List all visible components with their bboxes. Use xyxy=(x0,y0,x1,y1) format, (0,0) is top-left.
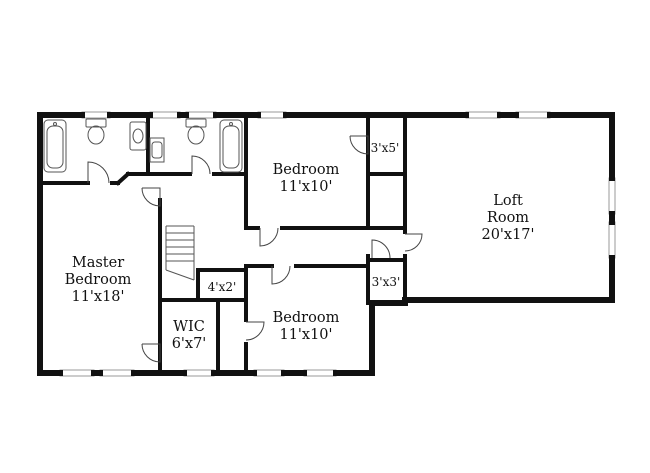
master-bedroom-size: 11'x18' xyxy=(71,289,124,305)
bedroom-upper-size: 11'x10' xyxy=(279,179,332,195)
fixtures xyxy=(43,118,243,173)
door-bedroom-upper[interactable] xyxy=(259,227,279,247)
door-master-bedroom[interactable] xyxy=(141,187,161,207)
window-bottom-bedroom-1 xyxy=(253,369,285,377)
wic-size: 6'x7' xyxy=(172,336,207,352)
closet-lower-size: 3'x3' xyxy=(372,275,401,289)
room-labels: Master Bedroom 11'x18' WIC 6'x7' Bedroom… xyxy=(65,141,535,352)
window-top-loft-2 xyxy=(515,111,551,119)
staircase xyxy=(165,225,195,281)
window-bottom-master-1 xyxy=(59,369,95,377)
door-wic[interactable] xyxy=(141,343,161,363)
master-bedroom-name-2: Bedroom xyxy=(65,272,132,288)
door-master-bath[interactable] xyxy=(87,161,110,184)
windows xyxy=(59,111,616,377)
window-bottom-wic xyxy=(183,369,215,377)
sink-icon xyxy=(129,121,147,151)
toilet-icon xyxy=(185,118,207,128)
window-top-bedroom xyxy=(257,111,287,119)
window-top-bath-left xyxy=(81,111,111,119)
wic-name: WIC xyxy=(173,319,205,335)
window-bottom-master-2 xyxy=(99,369,135,377)
door-loft[interactable] xyxy=(404,233,423,252)
master-bedroom-name-1: Master xyxy=(72,255,124,271)
window-top-loft-1 xyxy=(465,111,501,119)
window-bottom-bedroom-2 xyxy=(303,369,337,377)
window-top-bath-right-1 xyxy=(149,111,181,119)
bedroom-upper-name: Bedroom xyxy=(273,162,340,178)
door-closet-lower[interactable] xyxy=(371,239,391,259)
door-hall-bath[interactable] xyxy=(191,155,211,175)
loft-room-name-1: Loft xyxy=(493,193,523,209)
window-right-loft-1 xyxy=(608,177,616,215)
door-closet-upper[interactable] xyxy=(349,135,369,155)
bedroom-lower-size: 11'x10' xyxy=(279,327,332,343)
closet-upper-size: 3'x5' xyxy=(371,141,400,155)
loft-room-size: 20'x17' xyxy=(481,227,534,243)
door-bedroom-lower-side[interactable] xyxy=(245,321,265,341)
bathtub-icon xyxy=(43,119,67,173)
door-bedroom-lower[interactable] xyxy=(271,265,291,285)
toilet-icon xyxy=(85,118,107,128)
window-top-bath-right-2 xyxy=(185,111,217,119)
bathtub-icon xyxy=(219,119,243,173)
linen-closet-size: 4'x2' xyxy=(208,280,237,294)
loft-room-name-2: Room xyxy=(487,210,529,226)
sink-icon xyxy=(149,137,165,163)
bedroom-lower-name: Bedroom xyxy=(273,310,340,326)
window-right-loft-2 xyxy=(608,221,616,259)
doors xyxy=(87,135,423,363)
